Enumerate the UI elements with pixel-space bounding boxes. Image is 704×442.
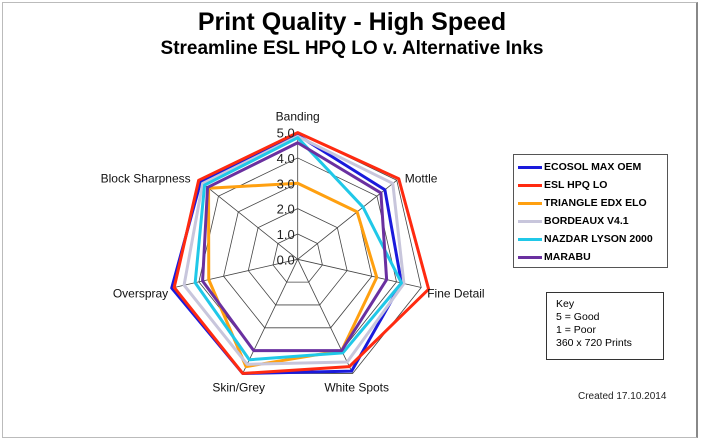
legend-label: ECOSOL MAX OEM [544,161,642,173]
chart-frame [2,2,698,438]
tick-label: 0.0 [277,252,295,267]
legend: ECOSOL MAX OEM ESL HPQ LO TRIANGLE EDX ELO… [513,154,668,268]
grid-spoke [242,259,299,374]
key-title: Key [556,298,575,310]
legend-label: MARABU [544,251,591,263]
chart-subtitle: Streamline ESL HPQ LO v. Alternative Ink… [160,38,544,59]
legend-swatch [518,183,542,187]
chart-title: Print Quality - High Speed [197,8,507,36]
legend-label: ESL HPQ LO [544,179,608,191]
legend-item: NAZDAR LYSON 2000 [518,230,667,248]
series-line-bordeaux-v4-1 [182,134,406,366]
tick-label: 3.0 [277,176,295,191]
tick-label: 1.0 [277,227,295,242]
series-line-esl-hpq-lo [172,131,431,375]
axis-label: Skin/Grey [212,380,265,394]
legend-label: NAZDAR LYSON 2000 [544,233,653,245]
created-date: Created 17.10.2014 [578,391,667,402]
axis-label: White Spots [324,380,389,394]
series-line-triangle-edx-elo [207,181,379,369]
axis-label: Mottle [405,171,438,185]
grid-spoke [297,259,354,374]
grid-ring [247,208,348,306]
axis-label: Overspray [113,286,168,300]
legend-item: MARABU [518,248,667,266]
key-line: 1 = Poor [556,324,596,336]
legend-item: ESL HPQ LO [518,176,667,194]
legend-swatch [518,201,542,205]
grid-ring [272,233,323,283]
tick-label: 4.0 [277,151,295,166]
legend-item: TRIANGLE EDX ELO [518,194,667,212]
key-line: 360 x 720 Prints [556,337,632,349]
legend-swatch [518,219,542,223]
axis-label: Banding [276,110,320,124]
tick-label: 2.0 [277,202,295,217]
axis-label: Block Sharpness [101,171,191,185]
axis-label: Fine Detail [427,286,484,300]
series-line-ecosol-max-oem [170,133,403,375]
legend-swatch [518,165,542,169]
key-box: Key 5 = Good 1 = Poor 360 x 720 Prints [546,292,664,360]
tick-label: 5.0 [277,126,295,141]
series-line-marabu [201,141,389,353]
legend-item: ECOSOL MAX OEM [518,158,667,176]
legend-label: TRIANGLE EDX ELO [544,197,647,209]
legend-label: BORDEAUX V4.1 [544,215,629,227]
key-line: 5 = Good [556,311,600,323]
grid-spoke [198,179,298,260]
legend-item: BORDEAUX V4.1 [518,212,667,230]
series-line-nazdar-lyson-2000 [193,136,403,362]
legend-swatch [518,255,542,259]
legend-swatch [518,237,542,241]
